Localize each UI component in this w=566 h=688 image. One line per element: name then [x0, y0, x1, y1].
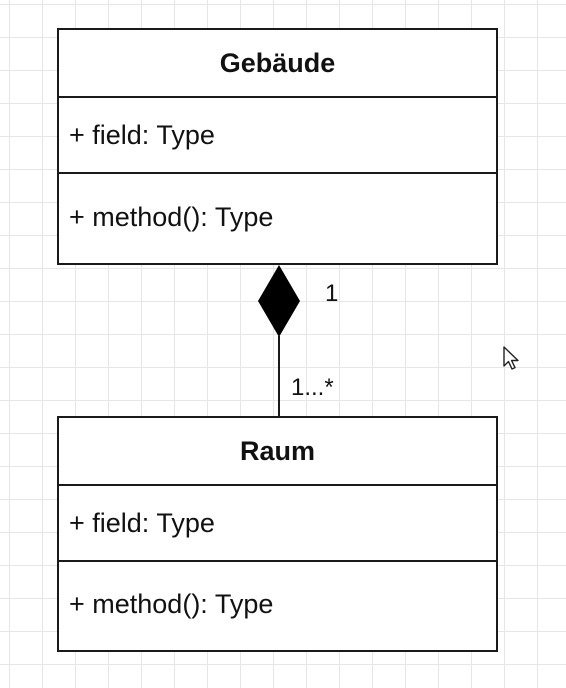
class-raum[interactable]: Raum + field: Type + method(): Type	[57, 416, 498, 652]
class-method: + method(): Type	[69, 201, 274, 232]
class-gebaeude[interactable]: Gebäude + field: Type + method(): Type	[57, 28, 498, 265]
class-field: + field: Type	[59, 486, 496, 562]
class-name: Gebäude	[59, 30, 496, 98]
class-name: Raum	[59, 418, 496, 486]
class-field: + field: Type	[59, 98, 496, 174]
multiplicity-source: 1	[325, 280, 339, 307]
composition-diamond	[258, 265, 300, 337]
multiplicity-target: 1...*	[291, 374, 334, 401]
class-method: + method(): Type	[69, 589, 274, 619]
mouse-pointer-icon	[503, 346, 519, 370]
